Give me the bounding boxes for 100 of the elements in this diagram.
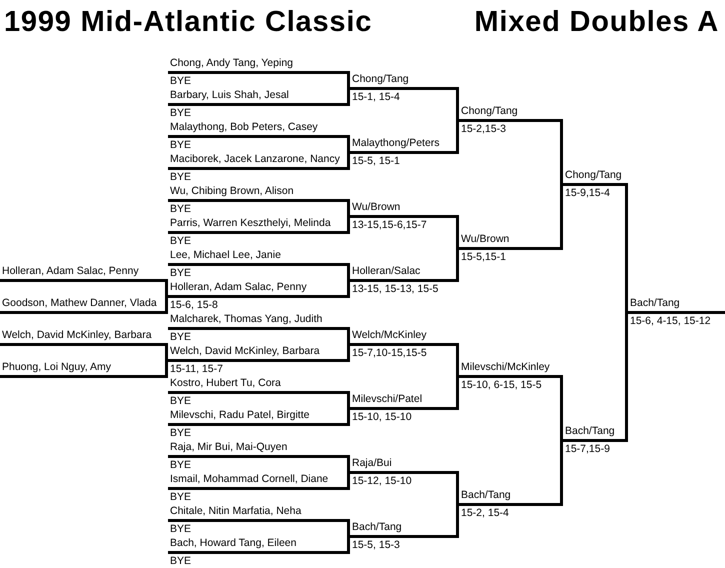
bracket-connector (346, 263, 350, 282)
match-result: 13-15, 15-13, 15-5 (352, 283, 438, 296)
team-names: Barbary, Luis Shah, Jesal (170, 89, 289, 102)
match-result: BYE (170, 235, 192, 248)
bracket-connector (164, 359, 168, 378)
team-names: Milevschi/Patel (352, 393, 422, 406)
bracket-connector (346, 391, 350, 410)
team-names: Chong, Andy Tang, Yeping (170, 57, 294, 70)
team-names: Chong/Tang (352, 73, 409, 86)
bracket-connector (560, 439, 563, 506)
team-names: Malaythong/Peters (352, 137, 440, 150)
match-result: BYE (170, 459, 192, 472)
match-result: 15-12, 15-10 (352, 475, 412, 488)
match-result: 15-2, 15-4 (461, 507, 509, 520)
bracket-title: 1999 Mid-Atlantic Classic (4, 6, 372, 38)
match-result: BYE (170, 171, 192, 184)
team-names: Maciborek, Jacek Lanzarone, Nancy (170, 153, 340, 166)
match-result: 15-11, 15-7 (170, 363, 223, 376)
bracket-slot (0, 361, 165, 378)
bracket-connector (346, 455, 350, 474)
bracket-connector (560, 183, 563, 250)
match-result: 15-5,15-1 (461, 251, 506, 264)
team-names: Bach, Howard Tang, Eileen (170, 537, 296, 550)
team-names: Bach/Tang (630, 297, 680, 310)
match-result: BYE (170, 75, 192, 88)
bracket-connector (346, 519, 350, 538)
bracket-connector (346, 199, 350, 218)
team-names: Holleran, Adam Salac, Penny (2, 265, 139, 278)
team-names: Lee, Michael Lee, Janie (170, 249, 281, 262)
bracket-connector (456, 87, 460, 122)
bracket-connector (346, 535, 350, 554)
team-names: Malcharek, Thomas Yang, Judith (170, 313, 322, 326)
team-names: Holleran, Adam Salac, Penny (170, 281, 307, 294)
bracket-connector (346, 71, 350, 90)
team-names: Wu, Chibing Brown, Alison (170, 185, 294, 198)
team-names: Milevschi/McKinley (461, 361, 550, 374)
bracket-connector (346, 471, 350, 490)
match-result: 15-6, 15-8 (170, 299, 218, 312)
match-result: 13-15,15-6,15-7 (352, 219, 427, 232)
bracket-connector (346, 407, 350, 426)
bracket-connector (560, 375, 563, 442)
match-result: BYE (170, 555, 192, 568)
division-heading: Mixed Doubles A (474, 6, 719, 38)
team-names: Milevschi, Radu Patel, Birgitte (170, 409, 310, 422)
bracket-connector (346, 343, 350, 362)
bracket-connector (346, 215, 350, 234)
team-names: Raja/Bui (352, 457, 392, 470)
match-result: 15-6, 4-15, 15-12 (630, 315, 711, 328)
match-result: 15-10, 15-10 (352, 411, 412, 424)
match-result: 15-7,10-15,15-5 (352, 347, 427, 360)
match-result: BYE (170, 107, 192, 120)
match-result: 15-2,15-3 (461, 123, 506, 136)
bracket-connector (346, 327, 350, 346)
bracket-connector (456, 215, 460, 250)
team-names: Chong/Tang (565, 169, 622, 182)
bracket-connector (346, 279, 350, 298)
team-names: Chong/Tang (461, 105, 518, 118)
match-result: BYE (170, 139, 192, 152)
bracket-connector (346, 151, 350, 170)
match-result: 15-9,15-4 (565, 187, 610, 200)
match-result: BYE (170, 203, 192, 216)
team-names: Holleran/Salac (352, 265, 420, 278)
match-result: 15-1, 15-4 (352, 91, 400, 104)
bracket-connector (456, 343, 460, 378)
team-names: Wu/Brown (461, 233, 510, 246)
bracket-connector (456, 503, 460, 538)
bracket-connector (625, 311, 628, 442)
bracket-connector (560, 119, 563, 186)
match-result: 15-5, 15-3 (352, 539, 400, 552)
team-names: Phuong, Loi Nguy, Amy (2, 361, 111, 374)
team-names: Malaythong, Bob Peters, Casey (170, 121, 318, 134)
match-result: 15-7,15-9 (565, 443, 610, 456)
match-result: BYE (170, 395, 192, 408)
bracket-connector (164, 343, 168, 362)
team-names: Welch/McKinley (352, 329, 426, 342)
bracket-connector (164, 295, 168, 314)
team-names: Goodson, Mathew Danner, Vlada (2, 297, 157, 310)
team-names: Bach/Tang (352, 521, 402, 534)
team-names: Wu/Brown (352, 201, 400, 214)
team-names: Bach/Tang (461, 489, 511, 502)
match-result: BYE (170, 427, 192, 440)
team-names: Welch, David McKinley, Barbara (2, 329, 152, 342)
match-result: 15-5, 15-1 (352, 155, 400, 168)
bracket-connector (456, 375, 460, 410)
bracket-slot (0, 297, 165, 314)
match-result: 15-10, 6-15, 15-5 (461, 379, 542, 392)
bracket-connector (346, 87, 350, 106)
team-names: Chitale, Nitin Marfatia, Neha (170, 505, 302, 518)
team-names: Parris, Warren Keszthelyi, Melinda (170, 217, 331, 230)
match-result: BYE (170, 491, 192, 504)
match-result: BYE (170, 523, 192, 536)
match-result: BYE (170, 331, 192, 344)
bracket-connector (625, 183, 628, 314)
bracket-connector (456, 119, 460, 154)
match-result: BYE (170, 267, 192, 280)
team-names: Bach/Tang (565, 425, 615, 438)
bracket-connector (346, 135, 350, 154)
team-names: Raja, Mir Bui, Mai-Quyen (170, 441, 288, 454)
bracket-connector (164, 279, 168, 298)
team-names: Ismail, Mohammad Cornell, Diane (170, 473, 328, 486)
